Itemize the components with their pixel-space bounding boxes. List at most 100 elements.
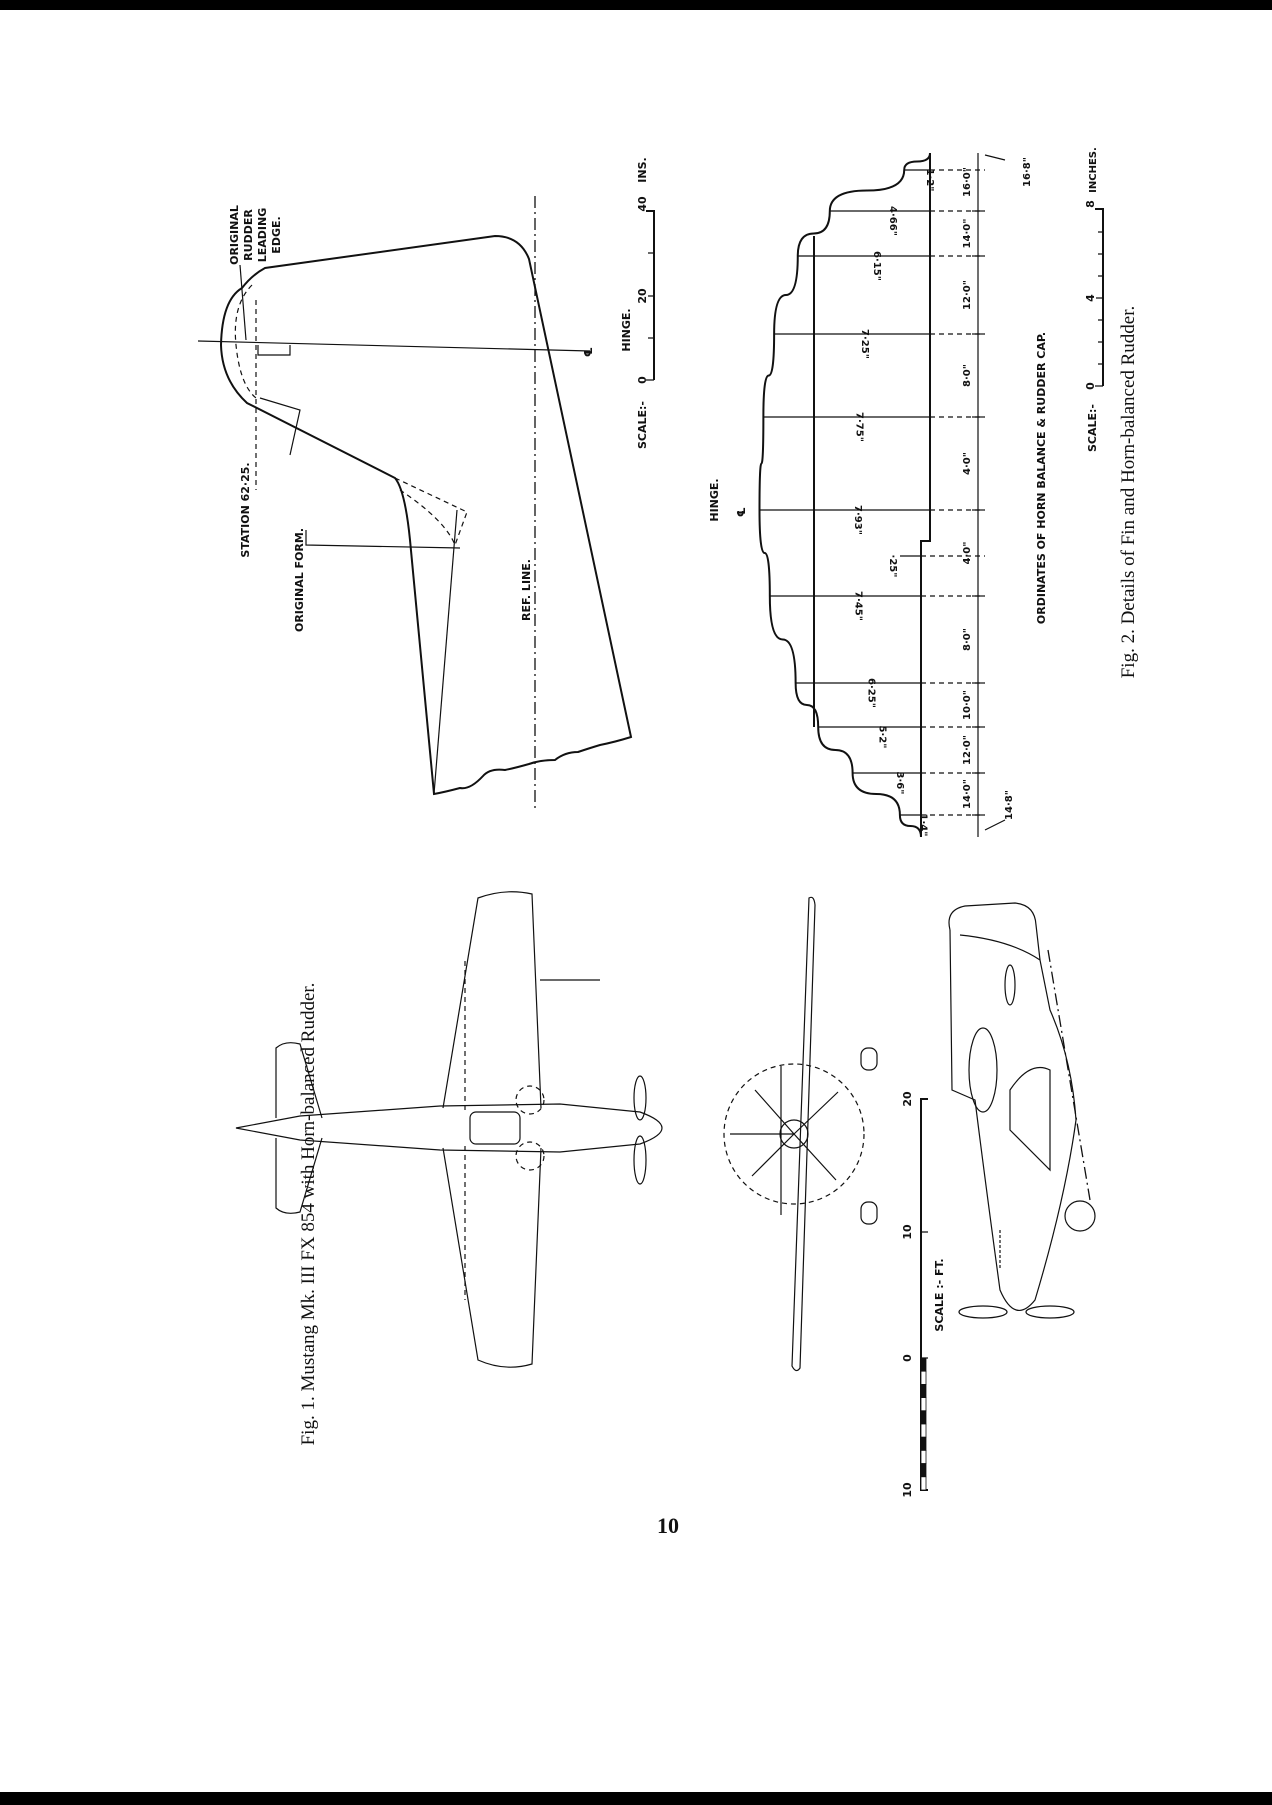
fin-drawing: ORIGINAL RUDDER LEADING EDGE. STATION 62… (197, 157, 655, 812)
ordinate-value-label: 5·2" (877, 726, 888, 749)
side-view-aircraft (948, 902, 1096, 1319)
label-ref-line: REF. LINE. (520, 559, 533, 621)
ordinate-value-label: 6·25" (865, 678, 876, 708)
side-canopy (968, 1027, 998, 1113)
svg-text:0: 0 (636, 376, 649, 384)
plan-wing-upper (442, 891, 542, 1109)
baseline (920, 153, 931, 837)
original-leading-edge (234, 284, 257, 399)
side-fin (948, 902, 1041, 961)
ordinate-value-label: 6·15" (871, 251, 882, 281)
ordinate-value-label: 1·2" (924, 169, 935, 192)
scale-segment (920, 1397, 927, 1412)
label-hinge: HINGE. (620, 308, 633, 351)
original-form-outline (394, 477, 468, 547)
leader-station (259, 397, 301, 456)
scan-border-top (0, 0, 1272, 10)
svg-text:0: 0 (901, 1354, 914, 1362)
svg-text:INCHES.: INCHES. (1088, 147, 1099, 193)
end-dim-bottom: 14·8" (1004, 790, 1015, 820)
front-prop-disc (723, 1063, 865, 1205)
spacing-label: 12·0" (962, 735, 973, 765)
front-wheel (860, 1047, 878, 1071)
spacing-label: 12·0" (962, 280, 973, 310)
scale-segment (920, 1436, 927, 1451)
svg-text:LEADING: LEADING (256, 208, 269, 263)
plan-prop-blade (633, 1075, 647, 1121)
rudder-cutout (257, 345, 291, 356)
leader-original-form (305, 530, 461, 549)
scan-border-bottom (0, 1792, 1272, 1805)
plan-fuselage (235, 1103, 663, 1153)
plan-wing-lower (442, 1147, 542, 1368)
scale-segment (920, 1370, 927, 1385)
spacing-label: 4·0" (962, 542, 973, 565)
scale-segment (920, 1450, 927, 1465)
side-prop-blade (1025, 1305, 1075, 1319)
plan-tailplane (275, 1042, 323, 1214)
scale-segment (920, 1463, 927, 1478)
svg-text:RUDDER: RUDDER (242, 209, 255, 261)
side-prop-blade (958, 1305, 1008, 1319)
svg-text:40: 40 (636, 196, 649, 212)
ordinates-scale-bar: SCALE:- 0 4 8 INCHES. (1084, 147, 1104, 452)
svg-text:10: 10 (901, 1224, 914, 1240)
spacing-label: 8·0" (962, 628, 973, 651)
svg-text:4: 4 (1084, 294, 1097, 302)
svg-text:SCALE:-: SCALE:- (636, 401, 649, 449)
end-dim-top: 16·8" (1022, 157, 1033, 187)
hinge-centerline-icon: ℄ (582, 347, 595, 357)
fin-outline (219, 234, 633, 796)
figure-1-caption: Fig. 1. Mustang Mk. III FX 854 with Horn… (298, 983, 319, 1446)
scale-segment (920, 1476, 927, 1491)
fin-inner-line (433, 509, 458, 795)
plan-view-aircraft (235, 891, 663, 1368)
svg-text:20: 20 (901, 1091, 914, 1107)
label-station: STATION 62·25. (239, 462, 252, 557)
svg-text:ORIGINAL: ORIGINAL (228, 205, 241, 265)
spacing-label: 8·0" (962, 364, 973, 387)
ordinate-value-label: 1·4" (917, 814, 928, 837)
spacing-label: 16·0" (962, 167, 973, 197)
label-original-rudder-leading-edge: ORIGINAL RUDDER LEADING EDGE. (228, 205, 283, 265)
hinge-line (197, 340, 591, 352)
side-wheel (1064, 1200, 1096, 1232)
ordinates-hinge-label: HINGE. (708, 478, 721, 521)
leader-rudder-edge (239, 264, 247, 341)
spacing-label: 14·0" (962, 779, 973, 809)
ordinate-value-label: 7·75" (854, 412, 865, 442)
svg-text:8: 8 (1084, 200, 1097, 208)
front-wheel (860, 1201, 878, 1225)
horn-balance-ordinates-diagram: 1·2"4·66"6·15"7·25"7·75"7·93"·25"7·45"6·… (708, 147, 1104, 838)
plan-prop-blade (633, 1135, 647, 1185)
ordinate-value-label: 4·66" (887, 206, 898, 236)
front-view-aircraft (723, 896, 878, 1372)
spacing-label: 4·0" (962, 452, 973, 475)
svg-text:SCALE:-: SCALE:- (1086, 404, 1099, 452)
svg-text:10: 10 (901, 1482, 914, 1498)
scale-segment (920, 1423, 927, 1438)
svg-text:INS.: INS. (636, 157, 649, 182)
front-prop-blades (730, 1089, 839, 1181)
ordinate-value-label: 3·6" (894, 772, 905, 795)
scale-segment (920, 1357, 927, 1372)
ordinate-value-label: ·25" (887, 555, 898, 578)
ordinates-title: ORDINATES OF HORN BALANCE & RUDDER CAP. (1035, 332, 1048, 624)
svg-text:EDGE.: EDGE. (270, 216, 283, 253)
svg-text:SCALE :- FT.: SCALE :- FT. (933, 1258, 946, 1331)
plan-canopy (469, 1111, 521, 1145)
svg-text:20: 20 (636, 288, 649, 304)
ordinate-value-label: 7·45" (852, 591, 863, 621)
scale-segment (920, 1410, 927, 1425)
fig1-scale-bar: 20 10 0 10 SCALE :- FT. (901, 1091, 946, 1498)
fin-scale-bar: SCALE:- 0 20 40 INS. (636, 157, 655, 449)
side-fuselage (949, 929, 1077, 1311)
spacing-label: 10·0" (962, 690, 973, 720)
ordinates-hinge-icon: ℄ (735, 507, 748, 517)
figure-2-caption: Fig. 2. Details of Fin and Horn-balanced… (1118, 306, 1139, 679)
front-wing (791, 896, 816, 1372)
ordinate-value-label: 7·93" (852, 505, 863, 535)
scale-segment (920, 1384, 927, 1399)
